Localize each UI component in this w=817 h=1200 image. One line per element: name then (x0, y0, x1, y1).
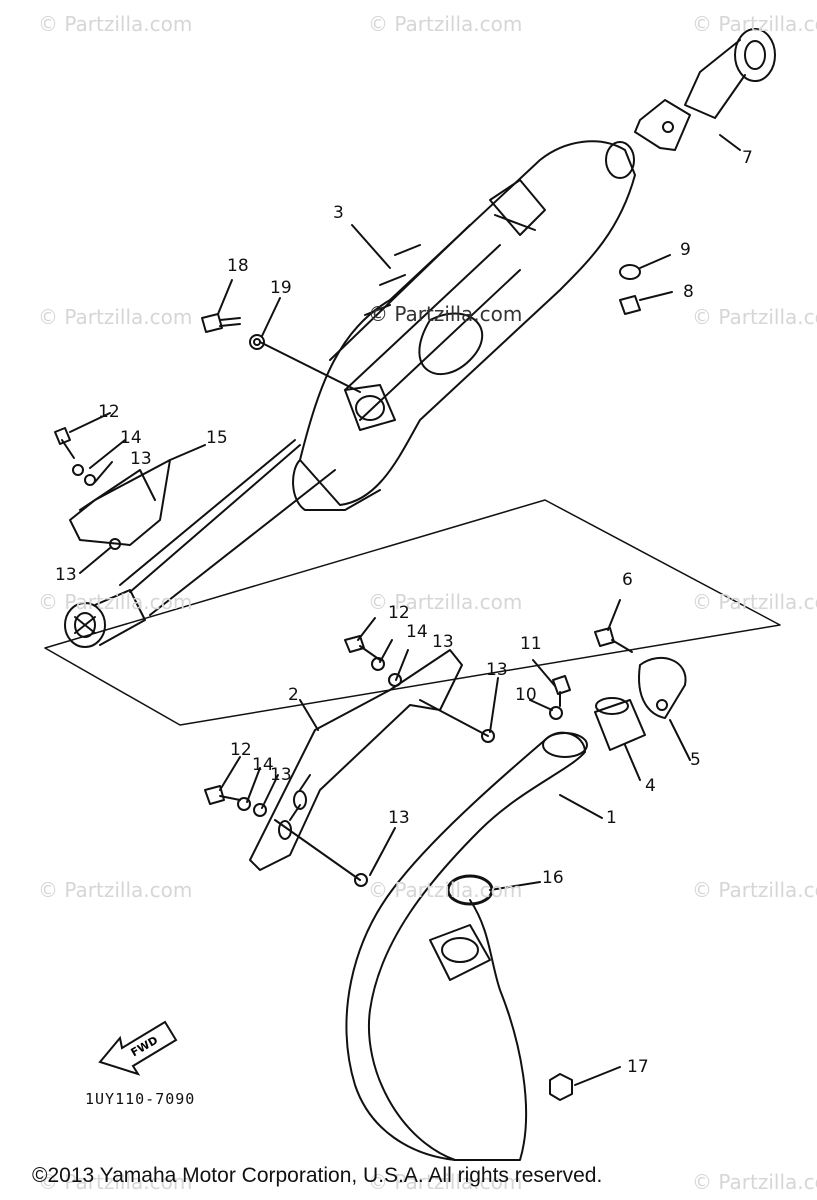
watermark: © Partzilla.com (368, 12, 523, 36)
callout-14: 14 (120, 428, 142, 448)
callout-13: 13 (130, 449, 152, 469)
callout-17: 17 (627, 1057, 649, 1077)
callout-19: 19 (270, 278, 292, 298)
callout-13: 13 (55, 565, 77, 585)
tail-pipe-part (64, 439, 336, 648)
watermark: © Partzilla.com (692, 1170, 817, 1194)
watermark: © Partzilla.com (38, 1170, 193, 1194)
watermark: © Partzilla.com (692, 878, 817, 902)
joint-4-part (594, 697, 646, 751)
callout-18: 18 (227, 256, 249, 276)
callout-4: 4 (645, 776, 656, 796)
protector-15-part (69, 459, 171, 546)
callout-6: 6 (622, 570, 633, 590)
clamp-5-part (638, 656, 687, 719)
washer-19 (249, 334, 265, 350)
watermark: © Partzilla.com (38, 590, 193, 614)
watermark: © Partzilla.com (368, 1170, 523, 1194)
nut-17 (549, 1073, 573, 1101)
callout-15: 15 (206, 428, 228, 448)
callout-5: 5 (690, 750, 701, 770)
watermark: © Partzilla.com (38, 12, 193, 36)
watermark: © Partzilla.com (38, 878, 193, 902)
callout-1: 1 (606, 808, 617, 828)
callout-16: 16 (542, 868, 564, 888)
watermark: © Partzilla.com (38, 305, 193, 329)
callout-13: 13 (432, 632, 454, 652)
callout-12: 12 (98, 402, 120, 422)
callout-14: 14 (252, 755, 274, 775)
watermark: © Partzilla.com (368, 590, 523, 614)
callout-12: 12 (230, 740, 252, 760)
watermark: © Partzilla.com (692, 12, 817, 36)
watermark: © Partzilla.com (692, 305, 817, 329)
callout-8: 8 (683, 282, 694, 302)
watermark: © Partzilla.com (692, 590, 817, 614)
callout-10: 10 (515, 685, 537, 705)
watermark: © Partzilla.com (368, 302, 523, 326)
callout-11: 11 (520, 634, 542, 654)
tail-cap-part (634, 28, 776, 151)
exhaust-pipe-part (345, 731, 588, 1161)
callout-3: 3 (333, 203, 344, 223)
muffler-part (292, 140, 636, 511)
callout-13: 13 (486, 660, 508, 680)
callout-9: 9 (680, 240, 691, 260)
drawing-code: 1UY110-7090 (85, 1090, 196, 1108)
callout-12: 12 (388, 603, 410, 623)
assembly-outline (44, 499, 781, 726)
callout-2: 2 (288, 685, 299, 705)
callout-13: 13 (388, 808, 410, 828)
callout-13: 13 (270, 765, 292, 785)
bolt-18 (201, 313, 241, 333)
callout-14: 14 (406, 622, 428, 642)
copyright-notice: ©2013 Yamaha Motor Corporation, U.S.A. A… (32, 1164, 603, 1187)
callout-7: 7 (742, 148, 753, 168)
watermark: © Partzilla.com (368, 878, 523, 902)
fwd-arrow-icon (98, 1020, 178, 1076)
